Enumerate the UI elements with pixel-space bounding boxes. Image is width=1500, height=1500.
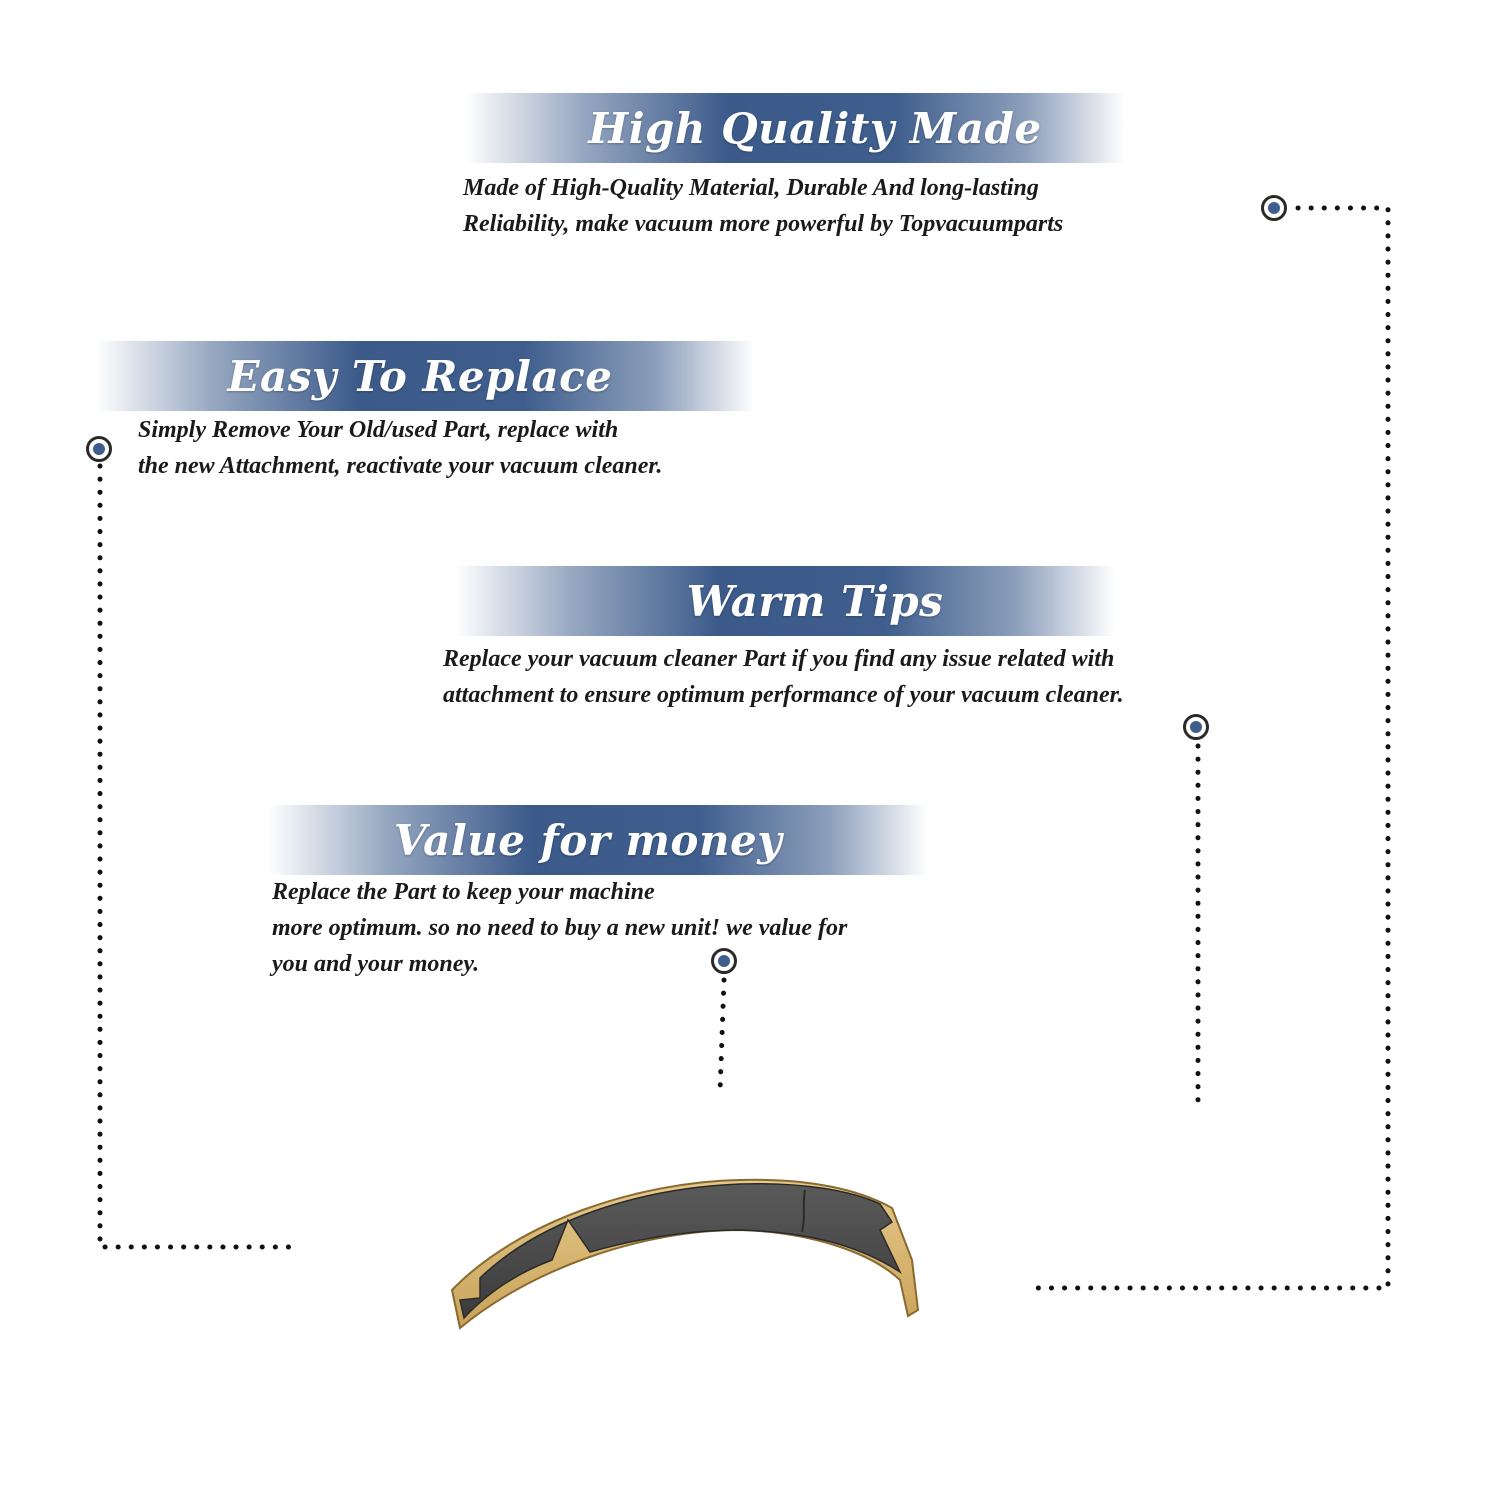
connector-easy-replace (97, 463, 299, 1250)
target-dot-icon (1261, 195, 1287, 221)
description-line: Replace the Part to keep your machine (272, 879, 655, 905)
target-dot-icon (1183, 714, 1209, 740)
description-line: attachment to ensure optimum performance… (443, 682, 1124, 708)
feature-description-warm-tips: Replace your vacuum cleaner Part if you … (443, 641, 1124, 713)
banner-title: Warm Tips (686, 576, 944, 626)
banner-title: High Quality Made (588, 103, 1042, 153)
description-line: Simply Remove Your Old/used Part, replac… (138, 417, 619, 443)
connector-high-quality (1035, 205, 1391, 1291)
curved-brush-strip-image (450, 1178, 920, 1330)
banner-title: Value for money (393, 815, 783, 865)
description-line: the new Attachment, reactivate your vacu… (138, 453, 663, 479)
banner-title: Easy To Replace (227, 351, 613, 401)
description-line: more optimum. so no need to buy a new un… (272, 915, 848, 941)
banner-value-money: Value for money (268, 805, 928, 875)
feature-description-easy-replace: Simply Remove Your Old/used Part, replac… (138, 412, 662, 484)
description-line: Made of High-Quality Material, Durable A… (463, 175, 1039, 201)
banner-high-quality: High Quality Made (465, 93, 1125, 163)
description-line: Replace your vacuum cleaner Part if you … (443, 646, 1115, 672)
banner-easy-replace: Easy To Replace (95, 341, 755, 411)
feature-description-value-money: Replace the Part to keep your machine mo… (272, 874, 847, 982)
feature-description-high-quality: Made of High-Quality Material, Durable A… (463, 170, 1063, 242)
description-line: Reliability, make vacuum more powerful b… (463, 211, 1064, 237)
target-dot-icon (711, 948, 737, 974)
description-line: you and your money. (272, 951, 480, 977)
target-dot-icon (86, 436, 112, 462)
connector-value-money (717, 977, 727, 1095)
banner-warm-tips: Warm Tips (455, 566, 1115, 636)
